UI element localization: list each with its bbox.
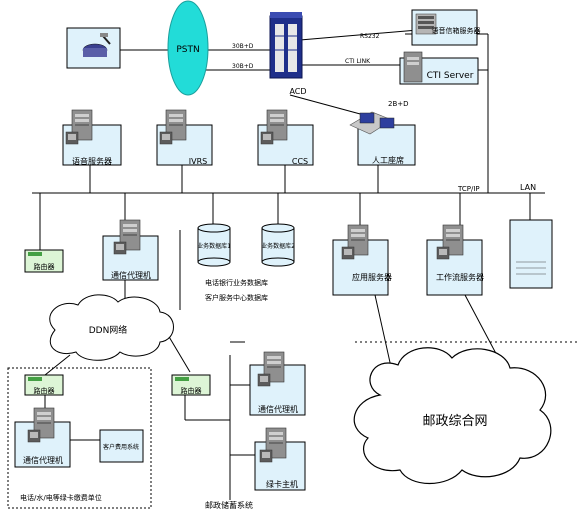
cloud-icon bbox=[353, 347, 552, 485]
connection-lines bbox=[32, 29, 545, 500]
comm-proxy-bottom-left-node: 通信代理机 bbox=[14, 407, 71, 468]
router-icon bbox=[28, 252, 42, 256]
workflow-server-label: 工作流服务器 bbox=[436, 272, 484, 282]
comm-proxy-top-label: 通信代理机 bbox=[111, 270, 151, 280]
agent-seat-node: 人工座席 bbox=[349, 111, 416, 166]
acd-label: ACD bbox=[289, 87, 306, 96]
acd-switch-icon bbox=[269, 12, 303, 79]
ddn-cloud-node: DDN网络 bbox=[49, 294, 174, 361]
line-label-30bd-bottom: 30B+D bbox=[232, 63, 254, 70]
postal-savings-label: 邮政储蓄系统 bbox=[205, 500, 253, 510]
comm-proxy-bottom-left-label: 通信代理机 bbox=[23, 455, 63, 465]
ccs-label: CCS bbox=[292, 157, 308, 166]
line-label-rs232: RS232 bbox=[360, 33, 380, 40]
db2-label: 业务数据库2 bbox=[261, 242, 295, 250]
voice-card-server-label: 语音信箱服务器 bbox=[432, 26, 481, 35]
voice-card-server-node: 语音信箱服务器 bbox=[411, 9, 481, 46]
router-left-node: 路由器 bbox=[24, 249, 64, 273]
pstn-label: PSTN bbox=[176, 45, 199, 55]
comm-proxy-right-label: 通信代理机 bbox=[258, 404, 298, 414]
router-icon bbox=[175, 377, 189, 381]
app-server-label: 应用服务器 bbox=[352, 272, 392, 282]
database-cylinder-icon bbox=[261, 223, 295, 267]
postal-network-cloud-node: 邮政综合网 bbox=[353, 347, 552, 485]
db-caption-1: 电话银行业务数据库 bbox=[205, 278, 268, 287]
green-card-host-node: 绿卡主机 bbox=[254, 427, 306, 491]
monitor-panel-node bbox=[509, 219, 553, 289]
rack-icon bbox=[415, 13, 437, 35]
voice-server-label: 语音服务器 bbox=[72, 156, 112, 166]
db1-label: 业务数据库1 bbox=[197, 242, 231, 250]
tcpip-label: TCP/IP bbox=[457, 185, 480, 193]
app-server-node: 应用服务器 bbox=[332, 224, 392, 296]
cti-server-label: CTI Server bbox=[427, 71, 474, 81]
line-label-ctilink: CTI LINK bbox=[345, 58, 371, 65]
panel-lines-icon bbox=[516, 261, 546, 275]
voice-server-node: 语音服务器 bbox=[62, 109, 122, 166]
telephone-node bbox=[66, 27, 121, 69]
router-left-label: 路由器 bbox=[34, 262, 55, 271]
comm-proxy-top-node: 通信代理机 bbox=[102, 219, 159, 281]
router-center-label: 路由器 bbox=[181, 386, 202, 395]
router-bottom-left-node: 路由器 bbox=[24, 374, 64, 396]
lan-label: LAN bbox=[520, 183, 536, 192]
agent-workstation-icon bbox=[349, 111, 395, 135]
ivrs-label: IVRS bbox=[189, 157, 207, 166]
telephone-icon bbox=[82, 33, 111, 57]
workflow-server-node: 工作流服务器 bbox=[426, 224, 484, 296]
comm-proxy-right-node: 通信代理机 bbox=[249, 351, 306, 416]
ccs-node: CCS bbox=[257, 109, 314, 166]
ddn-label: DDN网络 bbox=[89, 324, 128, 336]
database-1-node: 业务数据库1 bbox=[197, 223, 231, 267]
pstn-node: PSTN bbox=[167, 0, 209, 96]
router-bottom-left-label: 路由器 bbox=[34, 386, 55, 395]
router-icon bbox=[28, 377, 42, 381]
database-cylinder-icon bbox=[197, 223, 231, 267]
line-label-2bd: 2B+D bbox=[388, 100, 409, 108]
line-label-30bd-top: 30B+D bbox=[232, 43, 254, 50]
database-2-node: 业务数据库2 bbox=[261, 223, 295, 267]
utility-unit-region bbox=[7, 367, 152, 509]
postal-network-label: 邮政综合网 bbox=[422, 414, 487, 429]
cti-server-node: CTI Server bbox=[399, 51, 479, 85]
db-caption-2: 客户服务中心数据库 bbox=[205, 293, 268, 302]
ivrs-node: IVRS bbox=[156, 109, 213, 166]
acd-switch-node: ACD bbox=[269, 12, 307, 96]
cloud-icon bbox=[49, 294, 174, 361]
server-icon bbox=[403, 51, 423, 83]
customer-system-node: 客户费用系统 bbox=[99, 429, 144, 463]
router-center-node: 路由器 bbox=[171, 374, 211, 396]
customer-system-label: 客户费用系统 bbox=[103, 443, 139, 451]
agent-seat-label: 人工座席 bbox=[372, 155, 404, 165]
green-card-host-label: 绿卡主机 bbox=[266, 479, 298, 489]
utility-unit-label: 电话/水/电等绿卡缴费单位 bbox=[20, 493, 102, 502]
